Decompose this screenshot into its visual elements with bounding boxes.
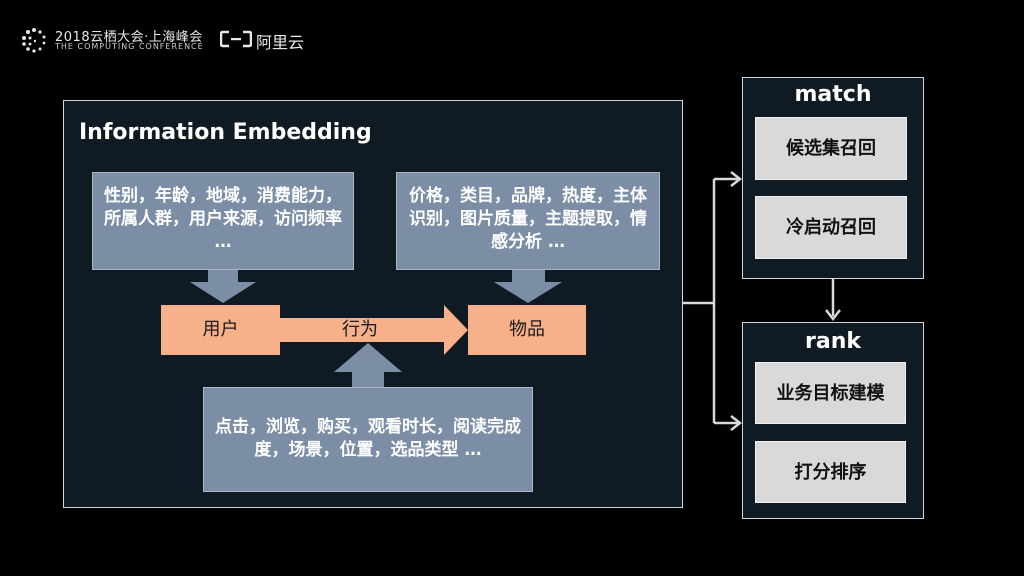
behavior-right-arrow xyxy=(280,305,468,355)
item-attr-down-arrow xyxy=(494,270,562,303)
aliyun-logo-icon xyxy=(220,30,252,48)
conference-subtitle: THE COMPUTING CONFERENCE xyxy=(55,42,204,51)
brand-name: 阿里云 xyxy=(256,33,305,52)
to-match-arrowhead xyxy=(730,171,743,187)
panel-title: Information Embedding xyxy=(79,120,372,145)
to-rank-arrowhead xyxy=(730,415,743,431)
conference-title: 2018云栖大会·上海峰会 xyxy=(55,30,203,45)
behavior-attributes-box: 点击，浏览，购买，观看时长，阅读完成度，场景，位置，选品类型 … xyxy=(203,387,533,492)
match-item-candidate-recall: 候选集召回 xyxy=(755,117,907,180)
user-node: 用户 xyxy=(161,305,280,355)
conference-logo-icon xyxy=(22,28,46,53)
match-to-rank-arrowhead xyxy=(825,309,841,322)
behavior-node: 行为 xyxy=(342,319,378,340)
item-attributes-box: 价格，类目，品牌，热度，主体识别，图片质量，主题提取，情感分析 … xyxy=(396,172,660,270)
behavior-up-arrow xyxy=(334,343,402,387)
match-title: match xyxy=(794,82,872,107)
rank-title: rank xyxy=(805,329,861,354)
user-attributes-box: 性别，年龄，地域，消费能力，所属人群，用户来源，访问频率 … xyxy=(92,172,354,270)
match-item-cold-start-recall: 冷启动召回 xyxy=(755,196,907,259)
pipeline-connectors xyxy=(683,177,835,425)
item-node: 物品 xyxy=(468,305,586,355)
user-attr-down-arrow xyxy=(190,270,256,303)
rank-item-objective-modeling: 业务目标建模 xyxy=(755,362,906,424)
rank-item-scoring: 打分排序 xyxy=(755,441,906,503)
